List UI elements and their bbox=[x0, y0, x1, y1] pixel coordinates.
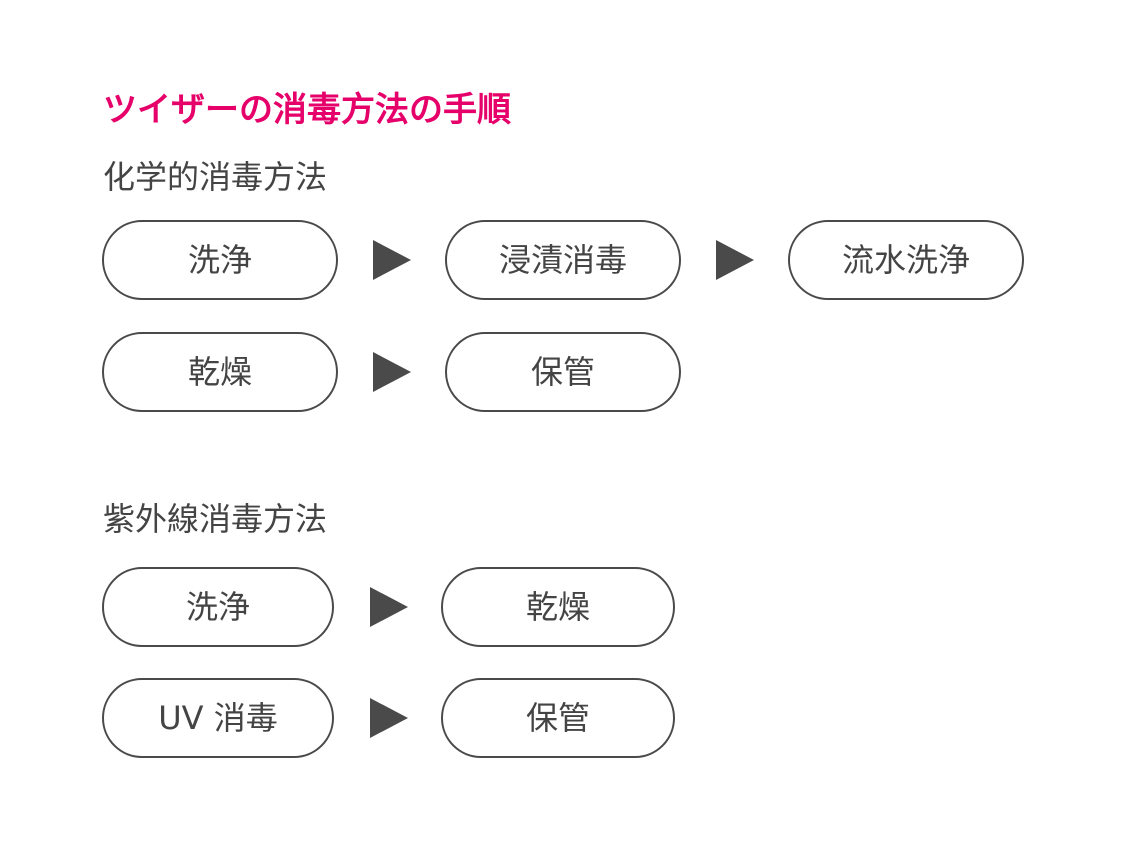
arrow-right-icon bbox=[716, 240, 754, 280]
step-pill-store: 保管 bbox=[445, 332, 681, 412]
step-pill-uv-disinfect: UV 消毒 bbox=[102, 678, 334, 758]
step-pill-wash: 洗浄 bbox=[102, 220, 338, 300]
uv-method-heading: 紫外線消毒方法 bbox=[103, 500, 328, 538]
step-pill-immersion: 浸漬消毒 bbox=[445, 220, 681, 300]
step-pill-dry: 乾燥 bbox=[441, 567, 675, 647]
arrow-right-icon bbox=[370, 587, 408, 627]
page-title: ツイザーの消毒方法の手順 bbox=[103, 90, 511, 130]
step-pill-dry: 乾燥 bbox=[102, 332, 338, 412]
step-pill-rinse: 流水洗浄 bbox=[788, 220, 1024, 300]
arrow-right-icon bbox=[373, 240, 411, 280]
arrow-right-icon bbox=[373, 352, 411, 392]
step-pill-wash: 洗浄 bbox=[102, 567, 334, 647]
step-pill-store: 保管 bbox=[441, 678, 675, 758]
chemical-method-heading: 化学的消毒方法 bbox=[103, 158, 328, 196]
arrow-right-icon bbox=[370, 698, 408, 738]
